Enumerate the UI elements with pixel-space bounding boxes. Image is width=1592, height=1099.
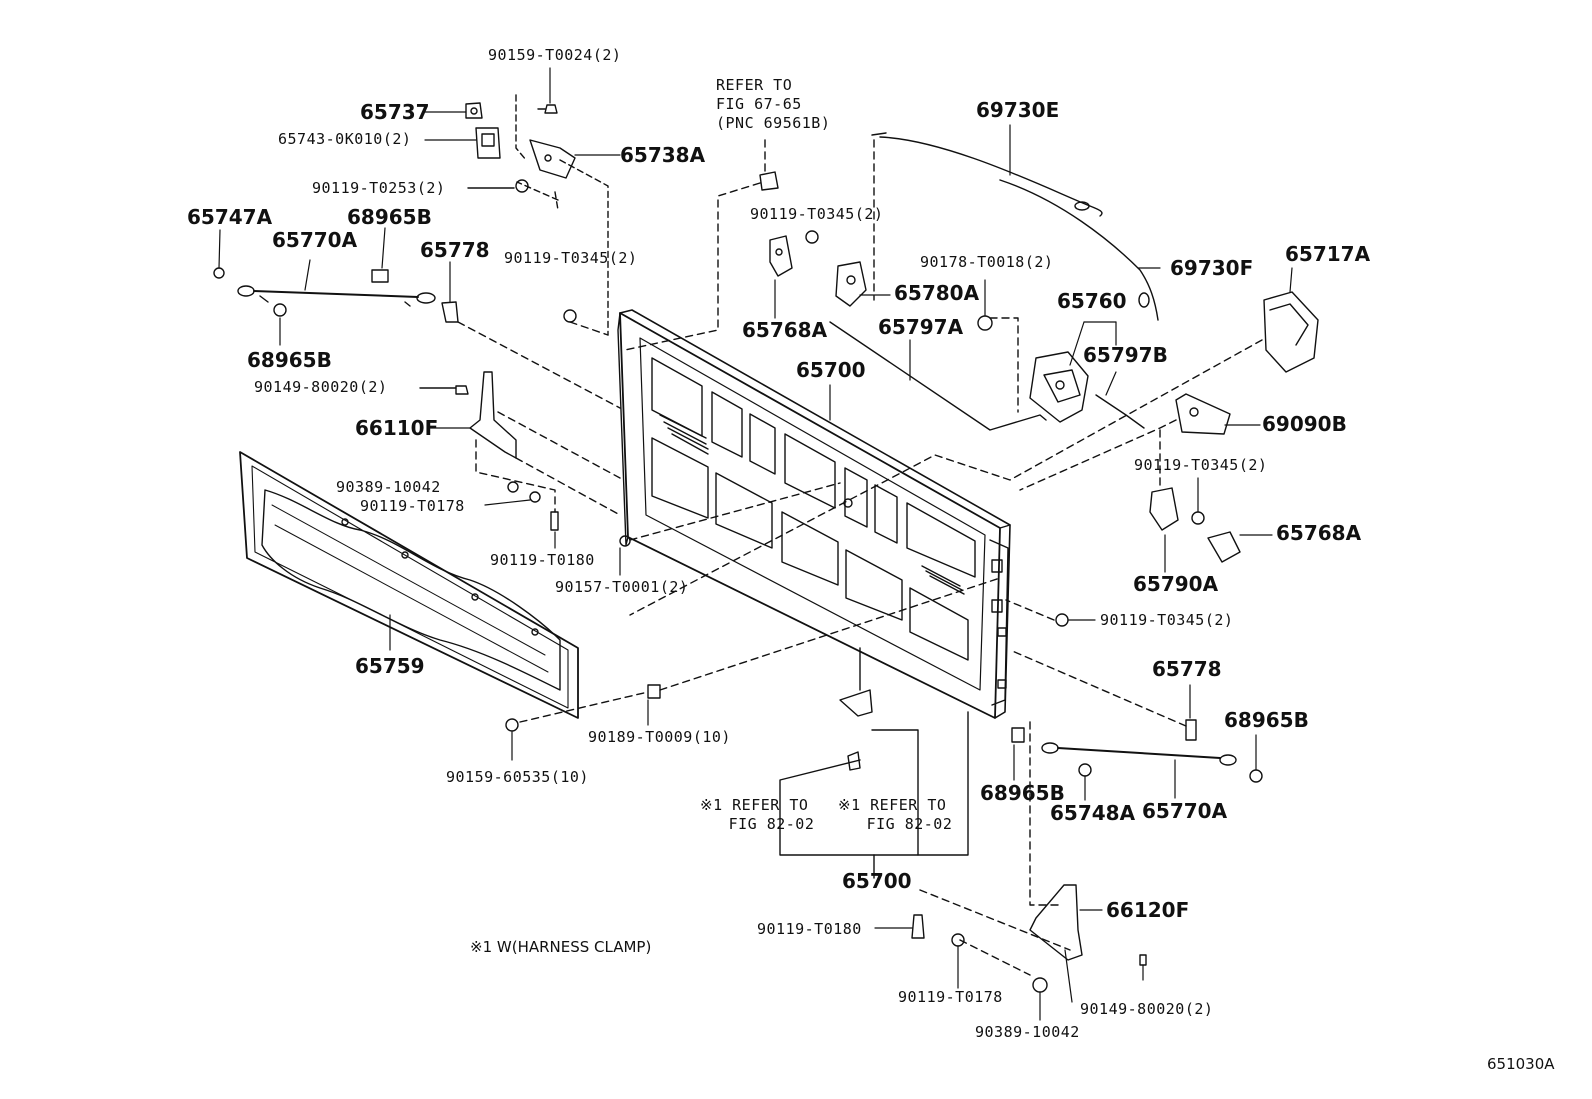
tailgate-panel xyxy=(617,309,1011,719)
refer-fig-82-02-a: ※1 REFER TO FIG 82-02 xyxy=(700,796,815,833)
label-90119-t0345-c: 90119-T0345(2) xyxy=(1134,456,1268,474)
label-90389-10042-b: 90389-10042 xyxy=(975,1023,1080,1041)
label-90119-t0178-a: 90119-T0178 xyxy=(360,497,465,515)
label-90157-t0001: 90157-T0001(2) xyxy=(555,578,689,596)
label-65737: 65737 xyxy=(360,100,430,124)
refer-fig-67-65: REFER TO FIG 67-65 (PNC 69561B) xyxy=(716,76,831,132)
label-90119-t0345-b: 90119-T0345(2) xyxy=(750,205,884,223)
label-69730e: 69730E xyxy=(976,98,1060,122)
label-90149-80020-b: 90149-80020(2) xyxy=(1080,1000,1214,1018)
label-66120f: 66120F xyxy=(1106,898,1190,922)
note-harness-clamp: ※1 W(HARNESS CLAMP) xyxy=(470,938,652,956)
label-65760: 65760 xyxy=(1057,289,1127,313)
label-90159-60535: 90159-60535(10) xyxy=(446,768,589,786)
label-65778-left: 65778 xyxy=(420,238,490,262)
label-65748a: 65748A xyxy=(1050,801,1136,825)
latch-hardware xyxy=(629,132,1319,627)
label-65759: 65759 xyxy=(355,654,425,678)
diagram-code: 651030A xyxy=(1487,1055,1555,1073)
label-68965b-top: 68965B xyxy=(347,205,432,229)
label-65700-top: 65700 xyxy=(796,358,866,382)
label-90119-t0178-b: 90119-T0178 xyxy=(898,988,1003,1006)
label-90119-t0345-a: 90119-T0345(2) xyxy=(504,249,638,267)
label-68965b-right: 68965B xyxy=(1224,708,1309,732)
label-65797b: 65797B xyxy=(1083,343,1168,367)
label-68965b-lower: 68965B xyxy=(980,781,1065,805)
label-65770a-left: 65770A xyxy=(272,228,358,252)
label-90159-t0024: 90159-T0024(2) xyxy=(488,46,622,64)
label-65780a: 65780A xyxy=(894,281,980,305)
harness-clip xyxy=(624,139,779,351)
label-69090b: 69090B xyxy=(1262,412,1347,436)
label-90149-80020-a: 90149-80020(2) xyxy=(254,378,388,396)
leader-lines xyxy=(218,67,1293,1021)
label-65700-bottom: 65700 xyxy=(842,869,912,893)
left-support-cable xyxy=(213,267,621,409)
hinge-stop-parts xyxy=(465,94,609,336)
label-69730f: 69730F xyxy=(1170,256,1254,280)
fasteners xyxy=(505,309,1001,732)
label-65790a: 65790A xyxy=(1133,572,1219,596)
label-65768a-top: 65768A xyxy=(742,318,828,342)
label-65770a-right: 65770A xyxy=(1142,799,1228,823)
label-66110f: 66110F xyxy=(355,416,439,440)
lower-hinge-parts xyxy=(779,647,1147,993)
label-65778-right: 65778 xyxy=(1152,657,1222,681)
left-hinge-arm xyxy=(419,371,621,531)
inner-panel xyxy=(239,451,579,719)
refer-fig-82-02-b: ※1 REFER TO FIG 82-02 xyxy=(838,796,953,833)
label-65747a: 65747A xyxy=(187,205,273,229)
label-65797a: 65797A xyxy=(878,315,964,339)
label-90189-t0009: 90189-T0009(10) xyxy=(588,728,731,746)
right-support-cable xyxy=(1009,649,1263,783)
label-65743-0k010: 65743-0K010(2) xyxy=(278,130,412,148)
label-65738a: 65738A xyxy=(620,143,706,167)
label-90119-t0180-a: 90119-T0180 xyxy=(490,551,595,569)
label-90389-10042-a: 90389-10042 xyxy=(336,478,441,496)
label-90119-t0253: 90119-T0253(2) xyxy=(312,179,446,197)
label-65768a-right: 65768A xyxy=(1276,521,1362,545)
label-68965b-left: 68965B xyxy=(247,348,332,372)
label-65717a: 65717A xyxy=(1285,242,1371,266)
label-90119-t0180-b: 90119-T0180 xyxy=(757,920,862,938)
label-90119-t0345-d: 90119-T0345(2) xyxy=(1100,611,1234,629)
label-90178-t0018: 90178-T0018(2) xyxy=(920,253,1054,271)
